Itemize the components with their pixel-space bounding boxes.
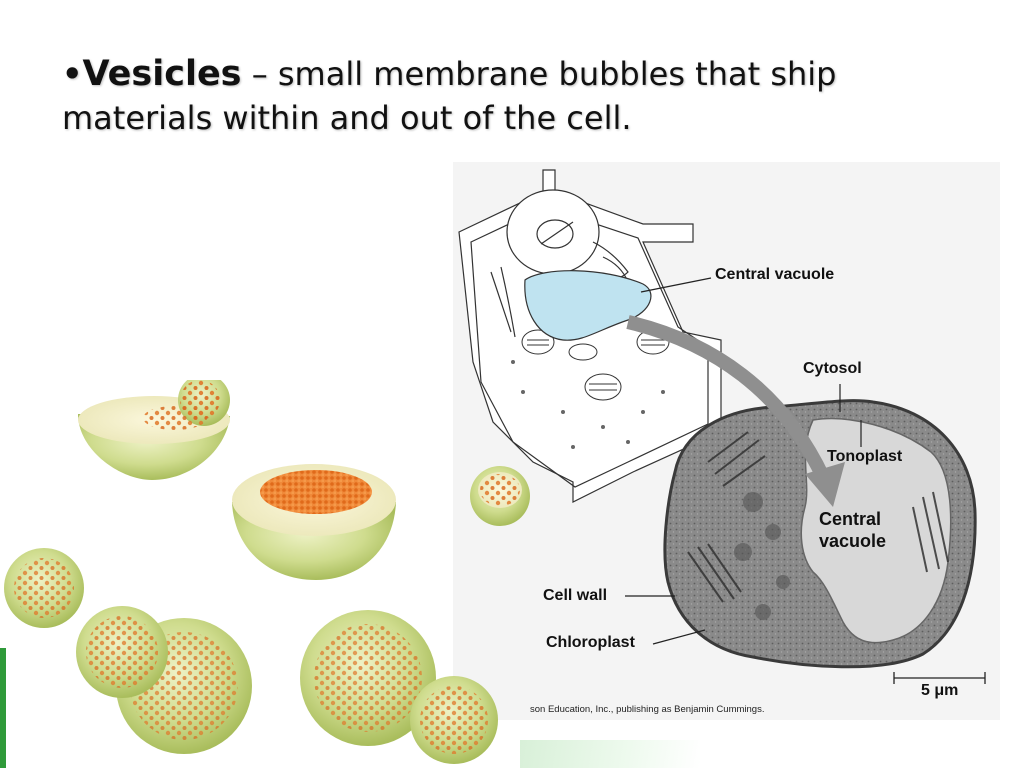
title-bullet: • bbox=[62, 55, 83, 93]
chloroplast-leader bbox=[652, 629, 706, 645]
scale-bar bbox=[893, 672, 986, 684]
accent-bar bbox=[0, 648, 6, 768]
vesicles-illustration bbox=[4, 380, 530, 764]
label-scale-bar: 5 μm bbox=[921, 682, 959, 699]
vesicle-small-left bbox=[4, 548, 84, 628]
title-term: Vesicles bbox=[82, 54, 242, 94]
vesicle-open-large bbox=[78, 380, 230, 480]
plant-cell-drawing bbox=[458, 169, 722, 503]
vacuole-diagram-panel: Central vacuole Cytosol Tonoplast Centra… bbox=[453, 162, 1000, 720]
arrow-head bbox=[805, 462, 845, 507]
vesicle-open-center bbox=[232, 464, 396, 580]
label-cell-wall: Cell wall bbox=[543, 587, 608, 604]
label-chloroplast: Chloroplast bbox=[546, 634, 635, 651]
label-central-vacuole-line2: vacuole bbox=[819, 531, 887, 551]
vesicle-small-right bbox=[470, 466, 530, 526]
title-dash: – bbox=[241, 55, 278, 93]
connector-arrow bbox=[626, 315, 830, 480]
vacuole-diagram bbox=[458, 169, 986, 684]
image-credit: son Education, Inc., publishing as Benja… bbox=[530, 704, 765, 715]
central-vacuole-leader-top bbox=[640, 277, 712, 293]
slide-title: •Vesicles – small membrane bubbles that … bbox=[62, 52, 962, 140]
title-definition: small membrane bubbles that ship materia… bbox=[62, 55, 837, 137]
label-central-vacuole-top: Central vacuole bbox=[715, 266, 835, 283]
label-cytosol: Cytosol bbox=[803, 360, 862, 377]
accent-fade bbox=[520, 740, 700, 768]
vesicle-fusing-right bbox=[300, 610, 498, 764]
label-tonoplast: Tonoplast bbox=[827, 448, 903, 465]
micrograph bbox=[663, 399, 977, 669]
vesicle-fusing-left bbox=[76, 606, 252, 754]
label-central-vacuole-line1: Central bbox=[819, 509, 882, 529]
central-vacuole-shape bbox=[524, 270, 652, 341]
